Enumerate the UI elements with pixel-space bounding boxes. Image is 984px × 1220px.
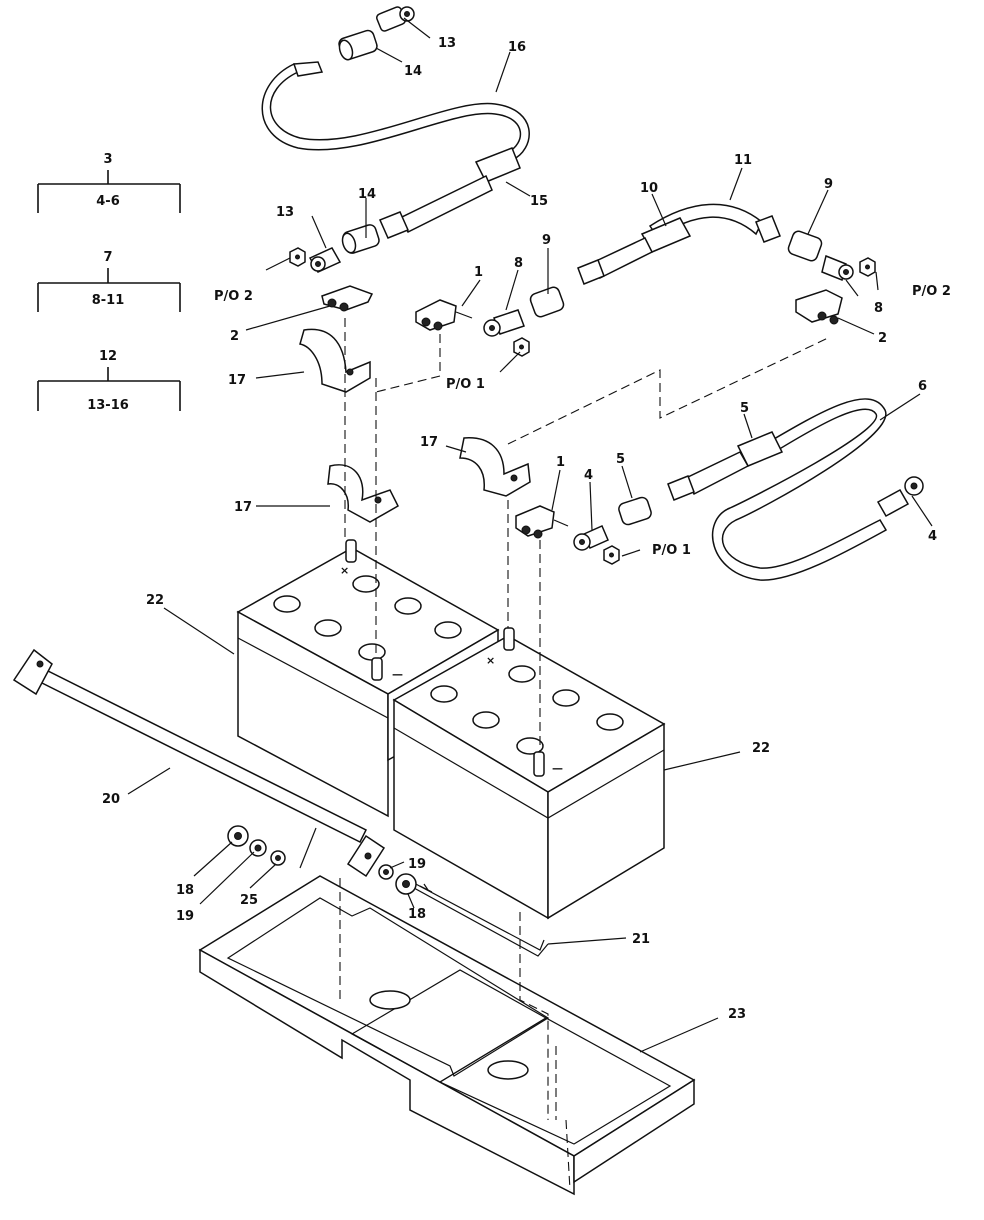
nut-18-left — [227, 825, 249, 847]
terminal-plus-right: × — [486, 654, 495, 667]
callout-20: 20 — [102, 792, 120, 807]
terminal-minus-right: — — [552, 762, 563, 775]
group-head-12: 12 — [99, 349, 117, 364]
nut-po2-right — [859, 257, 876, 277]
callout-13-lower: 13 — [276, 205, 294, 220]
clamp-2-left — [321, 285, 374, 312]
terminal-13-lower — [308, 247, 342, 273]
callout-6: 6 — [918, 379, 927, 394]
callout-23: 23 — [728, 1007, 746, 1022]
callout-po2-right: P/O 2 — [912, 284, 951, 299]
callout-8-right: 8 — [874, 301, 883, 316]
clamp-2-right — [795, 289, 843, 325]
cable-11 — [648, 203, 781, 243]
callout-po1-upper: P/O 1 — [446, 377, 485, 392]
battery-22-right: × — — [392, 627, 666, 920]
callout-10: 10 — [640, 181, 658, 196]
terminal-13-top — [376, 6, 415, 32]
holddown-rod-20 — [12, 648, 386, 878]
group-range-8-11: 8-11 — [92, 293, 125, 308]
alignment-lines — [339, 318, 829, 1191]
bracket-17-right — [459, 437, 531, 497]
terminal-4-left — [573, 525, 609, 551]
callout-17-upper: 17 — [228, 373, 246, 388]
bracket-17-upper — [299, 328, 371, 393]
callout-1-upper: 1 — [474, 265, 483, 280]
callout-14-top: 14 — [404, 64, 422, 79]
callout-13-top: 13 — [438, 36, 456, 51]
callout-8-left: 8 — [514, 256, 523, 271]
callout-18-right: 18 — [408, 907, 426, 922]
callout-po1-lower: P/O 1 — [652, 543, 691, 558]
callout-9-left: 9 — [542, 233, 551, 248]
group-bracket-3: 3 4-6 — [37, 152, 181, 213]
callout-11: 11 — [734, 153, 752, 168]
terminal-4-right — [876, 476, 924, 518]
group-head-7: 7 — [103, 250, 112, 265]
bracket-17-middle — [327, 464, 399, 523]
group-range-13-16: 13-16 — [87, 398, 129, 413]
cable-6 — [711, 398, 888, 581]
callout-16: 16 — [508, 40, 526, 55]
nut-po1-upper — [513, 337, 530, 357]
clamp-1-upper — [415, 299, 473, 331]
callout-25: 25 — [240, 893, 258, 908]
sleeve-10 — [577, 217, 692, 285]
callout-18-left: 18 — [176, 883, 194, 898]
terminal-plus-left: × — [340, 564, 349, 577]
cable-16 — [261, 61, 530, 239]
leader-lines — [127, 17, 933, 1053]
terminal-8-right — [821, 254, 854, 282]
nut-po1-lower — [603, 545, 620, 565]
callout-17-middle: 17 — [234, 500, 252, 515]
callout-po2-left: P/O 2 — [214, 289, 253, 304]
callout-2-left: 2 — [230, 329, 239, 344]
terminal-8-left — [483, 309, 525, 337]
callout-9-right: 9 — [824, 177, 833, 192]
terminal-minus-left: — — [392, 668, 403, 681]
callout-17-right: 17 — [420, 435, 438, 450]
callout-19-left: 19 — [176, 909, 194, 924]
group-bracket-12: 12 13-16 — [37, 349, 181, 413]
battery-tray-23 — [198, 875, 696, 1196]
washer-19-right — [378, 864, 394, 880]
callout-1-lower: 1 — [556, 455, 565, 470]
callout-5-left: 5 — [616, 452, 625, 467]
callout-19-right: 19 — [408, 857, 426, 872]
washer-25 — [270, 850, 286, 866]
sleeve-9-right — [787, 230, 823, 262]
callout-4-left: 4 — [584, 468, 593, 483]
j-bolt-21 — [411, 881, 549, 957]
nut-18-right — [395, 873, 417, 895]
callout-21: 21 — [632, 932, 650, 947]
group-bracket-7: 7 8-11 — [37, 250, 181, 312]
clamp-1-lower — [515, 505, 569, 539]
group-range-4-6: 4-6 — [96, 194, 120, 209]
sleeve-14-top — [338, 29, 378, 61]
sleeve-5-nut — [618, 496, 652, 526]
group-head-3: 3 — [103, 152, 112, 167]
callout-15: 15 — [530, 194, 548, 209]
sleeve-14-lower — [341, 224, 380, 254]
callouts: 13 14 16 15 14 13 P/O 2 2 17 1 8 9 10 11… — [102, 36, 951, 1022]
nut-po2-left — [289, 247, 306, 267]
callout-4-right: 4 — [928, 529, 937, 544]
callout-14-lower: 14 — [358, 187, 376, 202]
callout-22-left: 22 — [146, 593, 164, 608]
callout-22-right: 22 — [752, 741, 770, 756]
sleeve-5 — [667, 431, 784, 501]
sleeve-9-left — [529, 286, 565, 318]
callout-2-right: 2 — [878, 331, 887, 346]
callout-5-right: 5 — [740, 401, 749, 416]
